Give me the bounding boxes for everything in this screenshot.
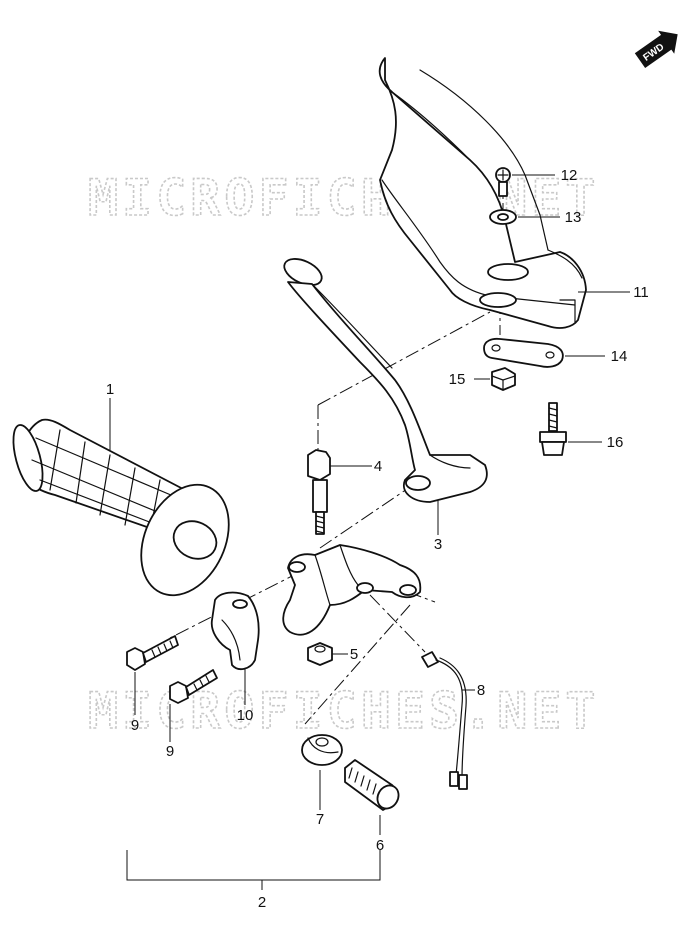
callout-11: 11 [633,284,649,301]
fwd-arrow-badge: FWD [634,30,678,68]
plate-part-14 [483,337,564,368]
grip-part-1 [12,418,230,597]
bolt-part-9-upper [126,635,179,671]
callout-15: 15 [449,371,466,388]
callout-2: 2 [258,894,266,911]
lever-bracket [282,544,422,636]
callout-3: 3 [434,536,442,553]
clutch-lever-part-3 [283,258,488,503]
leader-lines [109,174,630,890]
nut-part-15 [491,367,516,391]
washer-part-13 [489,209,517,225]
callout-10: 10 [237,707,254,724]
watermark-bottom: MICROFICHES.NET [88,682,600,740]
callout-1: 1 [106,381,114,398]
switch-body-part-7 [301,734,343,766]
nut-part-5 [307,642,333,666]
callout-8: 8 [477,682,485,699]
pivot-bolt-part-4 [307,449,331,535]
callout-5: 5 [350,646,358,663]
callout-9-lower: 9 [166,743,174,760]
callout-6: 6 [376,837,384,854]
callout-7: 7 [316,811,324,828]
bolt-part-16 [539,402,567,456]
callout-9-upper: 9 [131,717,139,734]
callout-12: 12 [561,167,578,184]
callout-4: 4 [374,458,382,475]
switch-part-6 [344,759,400,811]
bolt-part-9-lower [169,669,218,704]
clamp-part-10 [210,591,260,671]
wire-harness-part-8 [421,651,468,790]
callout-13: 13 [565,209,582,226]
screw-part-12 [495,167,511,197]
watermark-top: MICROFICHES.NET [88,169,600,227]
callout-16: 16 [607,434,624,451]
callouts: 1 2 3 4 5 6 7 8 9 9 10 11 12 13 14 15 16 [106,167,649,911]
callout-14: 14 [611,348,628,365]
